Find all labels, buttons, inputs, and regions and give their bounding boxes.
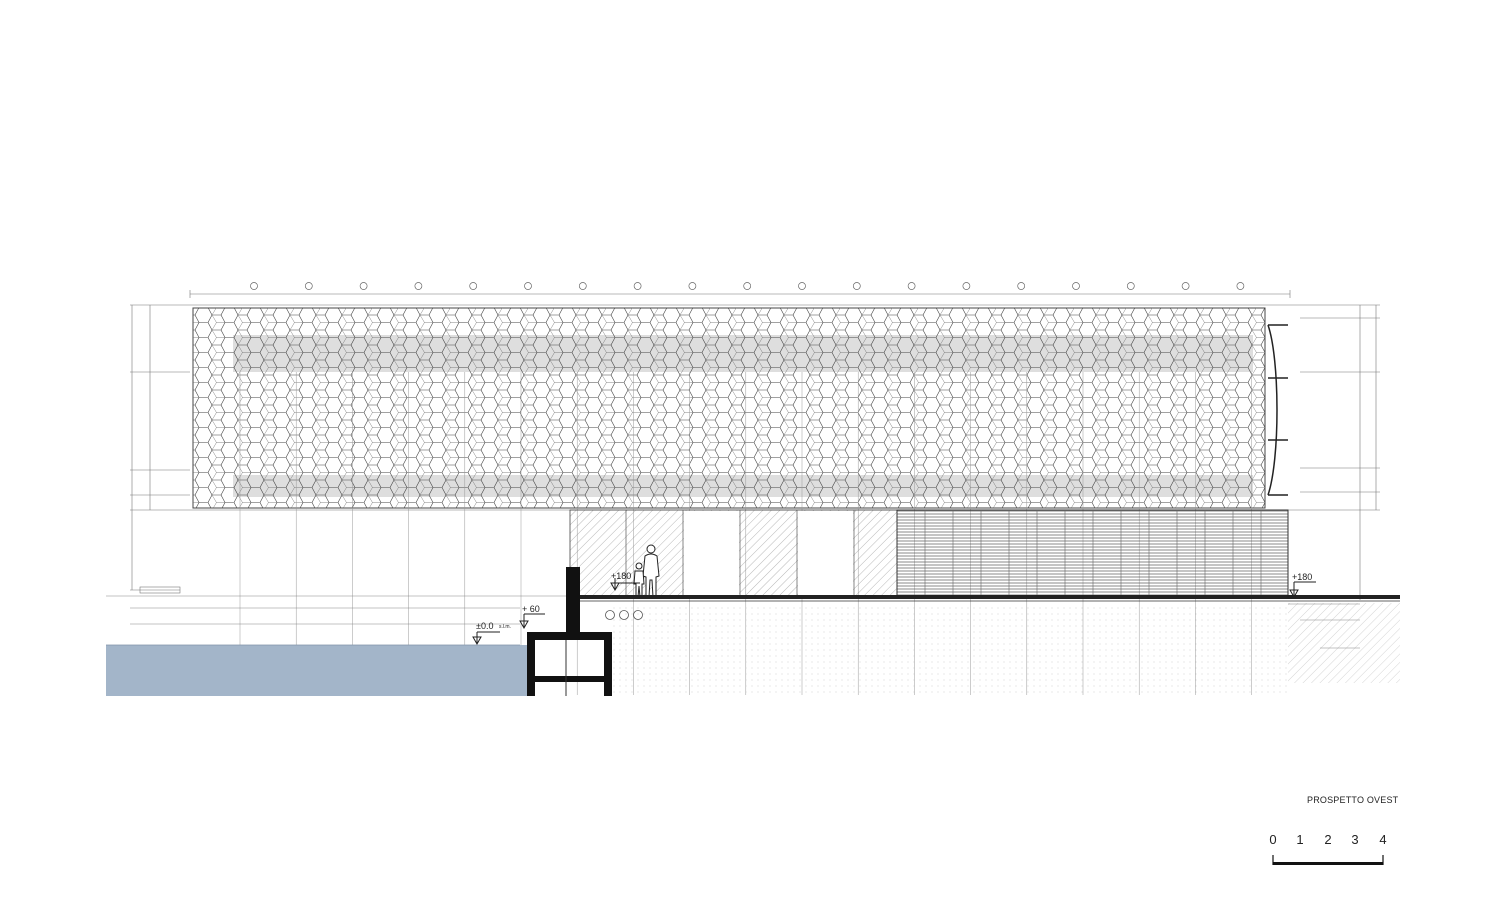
level-label-water-suffix: s.l.m. <box>499 624 511 630</box>
grid-marker <box>1072 282 1080 290</box>
scale-bar-label: 2 <box>1324 832 1332 847</box>
grid-marker <box>1126 282 1135 290</box>
grid-marker <box>469 282 478 290</box>
level-triangles <box>472 578 1316 646</box>
grid-marker <box>1181 282 1190 290</box>
grid-marker <box>743 282 752 290</box>
hexagonal-facade-screen <box>192 307 1266 695</box>
level-label-entrance-right: +180 <box>1292 572 1313 582</box>
grid-marker <box>250 282 258 290</box>
level-label-water: ±0.0 <box>476 621 494 631</box>
level-reference-lines <box>106 595 1360 649</box>
people-figures <box>633 544 660 598</box>
ground-floor-volume <box>569 509 1289 599</box>
scale-bar-label: 1 <box>1296 832 1304 847</box>
grid-marker <box>633 282 642 290</box>
terrace-slab <box>580 595 1400 695</box>
water-basin <box>106 644 527 696</box>
grid-marker <box>578 282 587 290</box>
scale-bar-label: 0 <box>1269 832 1277 847</box>
basement-section <box>520 567 612 696</box>
level-label-upper-terrace: + 60 <box>522 604 540 614</box>
right-dimension-chain <box>1300 305 1380 600</box>
grid-marker <box>524 282 532 290</box>
scale-bar-label: 4 <box>1379 832 1387 847</box>
sheet-title: PROSPETTO OVEST <box>1307 795 1399 805</box>
grid-marker <box>1236 282 1245 290</box>
grid-marker <box>304 282 313 290</box>
grid-marker <box>798 282 806 290</box>
facade-end-bracket <box>1267 324 1288 496</box>
grid-marker <box>907 282 916 290</box>
level-label-entrance-left: +180 <box>611 571 632 581</box>
grid-marker <box>414 282 423 290</box>
grid-marker <box>962 282 971 290</box>
grid-marker <box>359 282 368 290</box>
grid-marker <box>1017 282 1026 290</box>
scale-bar <box>1272 855 1384 865</box>
grid-marker <box>688 282 697 290</box>
scale-bar-label: 3 <box>1351 832 1359 847</box>
left-dimension-chain <box>130 304 190 594</box>
grid-marker <box>852 282 861 290</box>
column-grid-markers <box>250 282 1245 290</box>
